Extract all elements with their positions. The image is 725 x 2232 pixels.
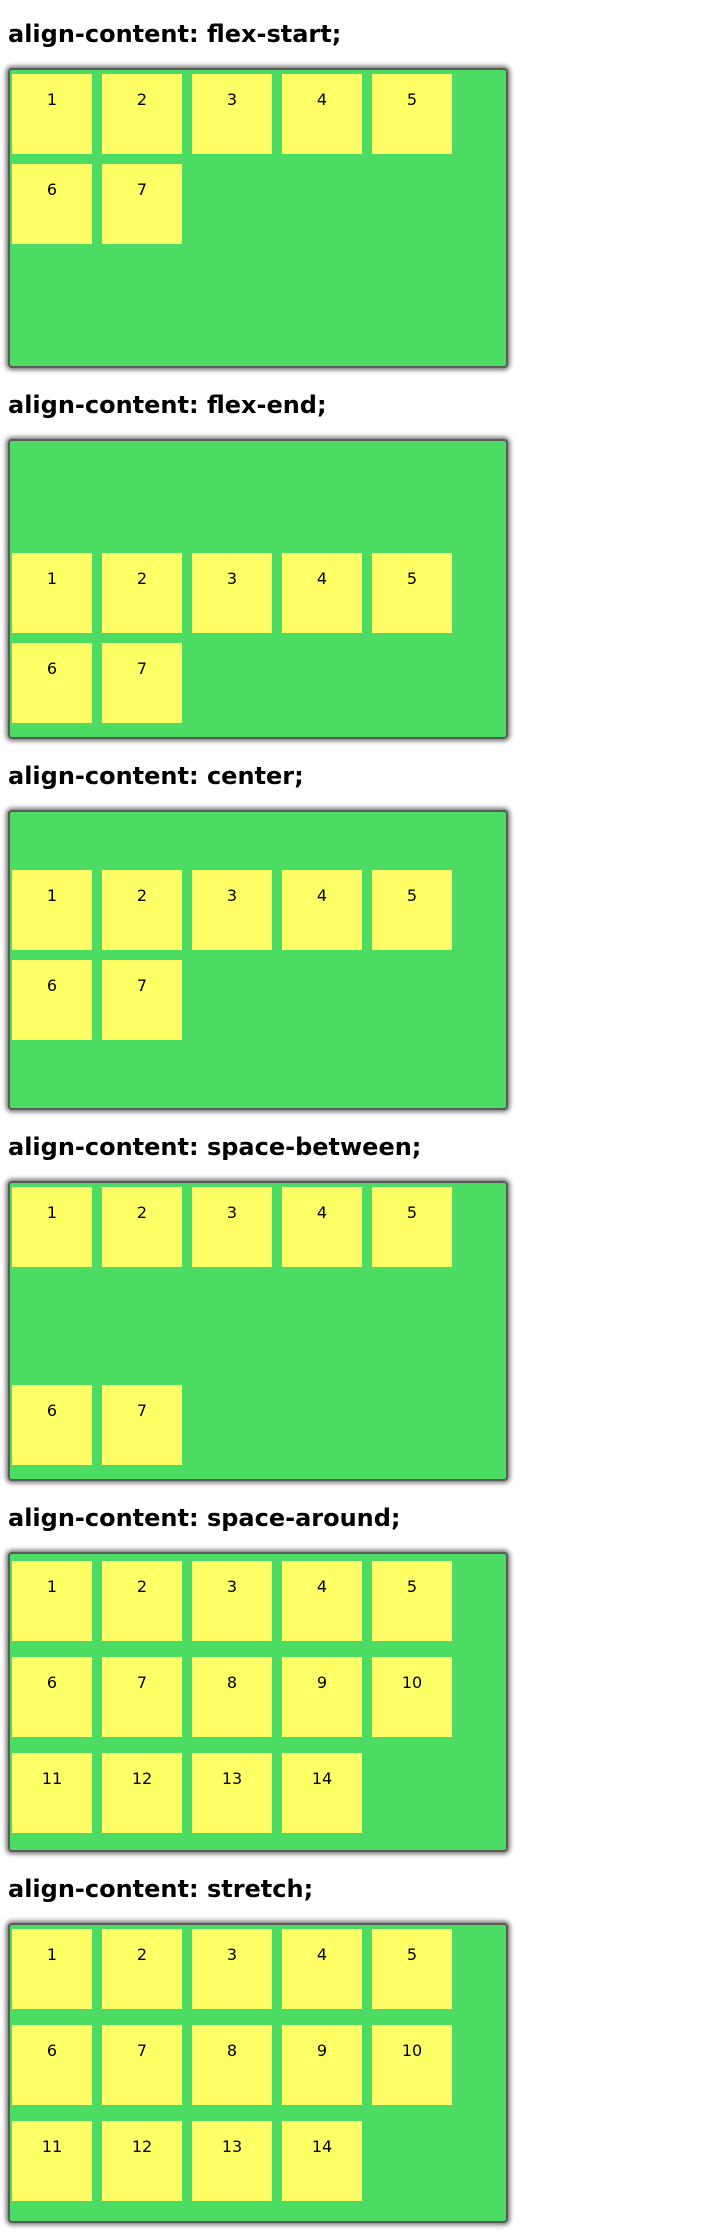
flex-item: 1: [12, 870, 92, 950]
flex-item: 6: [12, 2025, 92, 2105]
flex-item: 14: [282, 1753, 362, 1833]
flex-item: 4: [282, 1561, 362, 1641]
flex-item: 3: [192, 1187, 272, 1267]
flex-item: 11: [12, 2121, 92, 2201]
flex-item: 4: [282, 74, 362, 154]
flex-item: 9: [282, 1657, 362, 1737]
flex-item: 6: [12, 960, 92, 1040]
flex-item: 1: [12, 1561, 92, 1641]
flex-item: 13: [192, 1753, 272, 1833]
flex-item: 1: [12, 1187, 92, 1267]
flex-item: 5: [372, 1187, 452, 1267]
flex-item: 4: [282, 553, 362, 633]
flex-item: 5: [372, 870, 452, 950]
flex-item: 1: [12, 553, 92, 633]
flex-item: 12: [102, 2121, 182, 2201]
flex-item: 14: [282, 2121, 362, 2201]
section-heading: align-content: flex-end;: [8, 391, 327, 419]
section-heading: align-content: space-between;: [8, 1133, 422, 1161]
flex-item: 2: [102, 1929, 182, 2009]
flex-item: 7: [102, 960, 182, 1040]
flex-item: 4: [282, 1187, 362, 1267]
flex-item: 2: [102, 74, 182, 154]
flex-item: 1: [12, 74, 92, 154]
flex-item: 7: [102, 1385, 182, 1465]
flex-item: 11: [12, 1753, 92, 1833]
section-heading: align-content: center;: [8, 762, 304, 790]
flex-item: 9: [282, 2025, 362, 2105]
flex-item: 6: [12, 164, 92, 244]
flex-item: 6: [12, 643, 92, 723]
flex-item: 8: [192, 2025, 272, 2105]
flex-item: 3: [192, 553, 272, 633]
flex-item: 7: [102, 164, 182, 244]
flex-item: 7: [102, 1657, 182, 1737]
flex-item: 6: [12, 1657, 92, 1737]
flex-item: 3: [192, 870, 272, 950]
flex-item: 5: [372, 74, 452, 154]
flex-item: 5: [372, 553, 452, 633]
flex-item: 12: [102, 1753, 182, 1833]
flex-item: 7: [102, 643, 182, 723]
flex-item: 3: [192, 1929, 272, 2009]
flex-item: 7: [102, 2025, 182, 2105]
flex-item: 3: [192, 1561, 272, 1641]
flex-item: 13: [192, 2121, 272, 2201]
flex-item: 2: [102, 1187, 182, 1267]
flex-item: 3: [192, 74, 272, 154]
flex-item: 5: [372, 1561, 452, 1641]
flex-item: 10: [372, 2025, 452, 2105]
flex-item: 1: [12, 1929, 92, 2009]
flex-item: 4: [282, 1929, 362, 2009]
flex-item: 4: [282, 870, 362, 950]
section-heading: align-content: space-around;: [8, 1504, 401, 1532]
flex-item: 10: [372, 1657, 452, 1737]
flex-item: 2: [102, 553, 182, 633]
section-heading: align-content: stretch;: [8, 1875, 314, 1903]
flex-item: 2: [102, 870, 182, 950]
flex-item: 5: [372, 1929, 452, 2009]
flex-item: 8: [192, 1657, 272, 1737]
flex-item: 6: [12, 1385, 92, 1465]
flex-item: 2: [102, 1561, 182, 1641]
section-heading: align-content: flex-start;: [8, 20, 342, 48]
